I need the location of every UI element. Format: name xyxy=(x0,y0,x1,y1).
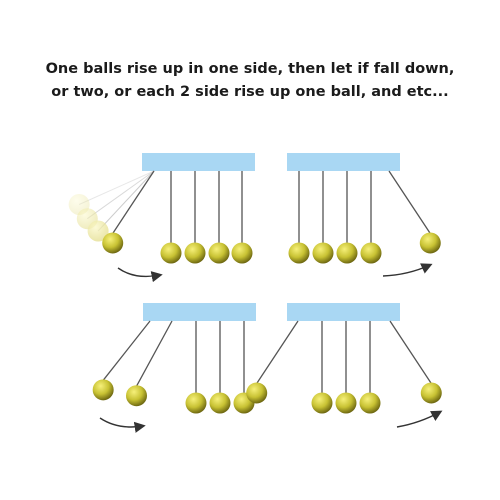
pendulum-string xyxy=(112,170,155,234)
cradle-panel-one-left-raised xyxy=(68,153,255,283)
cradle-panel-one-each-side-raised xyxy=(246,303,443,428)
cradle-top-bar xyxy=(287,153,400,171)
cradle-top-bar xyxy=(287,303,400,321)
pendulum-string xyxy=(135,320,173,387)
pendulum-string xyxy=(102,320,151,381)
cradle-panel-two-left-raised xyxy=(92,303,256,433)
pendulum-ball xyxy=(160,242,182,264)
pendulum-ball xyxy=(231,242,253,264)
pendulum-ball xyxy=(420,382,442,404)
pendulum-ball xyxy=(184,242,206,264)
ghost-string xyxy=(87,170,155,220)
ghost-string xyxy=(97,170,155,232)
caption: One balls rise up in one side, then let … xyxy=(0,58,500,104)
pendulum-ball xyxy=(246,382,268,404)
caption-line-2: or two, or each 2 side rise up one ball,… xyxy=(51,84,449,100)
pendulum-ball xyxy=(336,242,358,264)
ghost-string xyxy=(78,170,155,205)
motion-arrow xyxy=(99,417,146,433)
pendulum-string xyxy=(388,170,431,234)
pendulum-ball xyxy=(92,379,114,401)
caption-line-1: One balls rise up in one side, then let … xyxy=(45,61,455,77)
pendulum-string xyxy=(256,320,299,384)
pendulum-ball xyxy=(335,392,357,414)
pendulum-string xyxy=(389,320,432,384)
pendulum-ball xyxy=(208,242,230,264)
pendulum-ball xyxy=(360,242,382,264)
cradle-top-bar xyxy=(143,303,256,321)
ghost-ball xyxy=(87,220,109,242)
pendulum-ball xyxy=(359,392,381,414)
pendulum-ball xyxy=(185,392,207,414)
pendulum-ball xyxy=(419,232,441,254)
pendulum-ball xyxy=(288,242,310,264)
cradle-top-bar xyxy=(142,153,255,171)
motion-arrow xyxy=(396,410,443,428)
motion-arrow xyxy=(382,263,433,277)
pendulum-ball xyxy=(209,392,231,414)
pendulum-ball xyxy=(312,242,334,264)
motion-arrow xyxy=(117,267,163,283)
pendulum-ball xyxy=(102,232,124,254)
cradle-panel-one-right-raised xyxy=(287,153,441,277)
pendulum-ball xyxy=(311,392,333,414)
pendulum-ball xyxy=(125,385,147,407)
